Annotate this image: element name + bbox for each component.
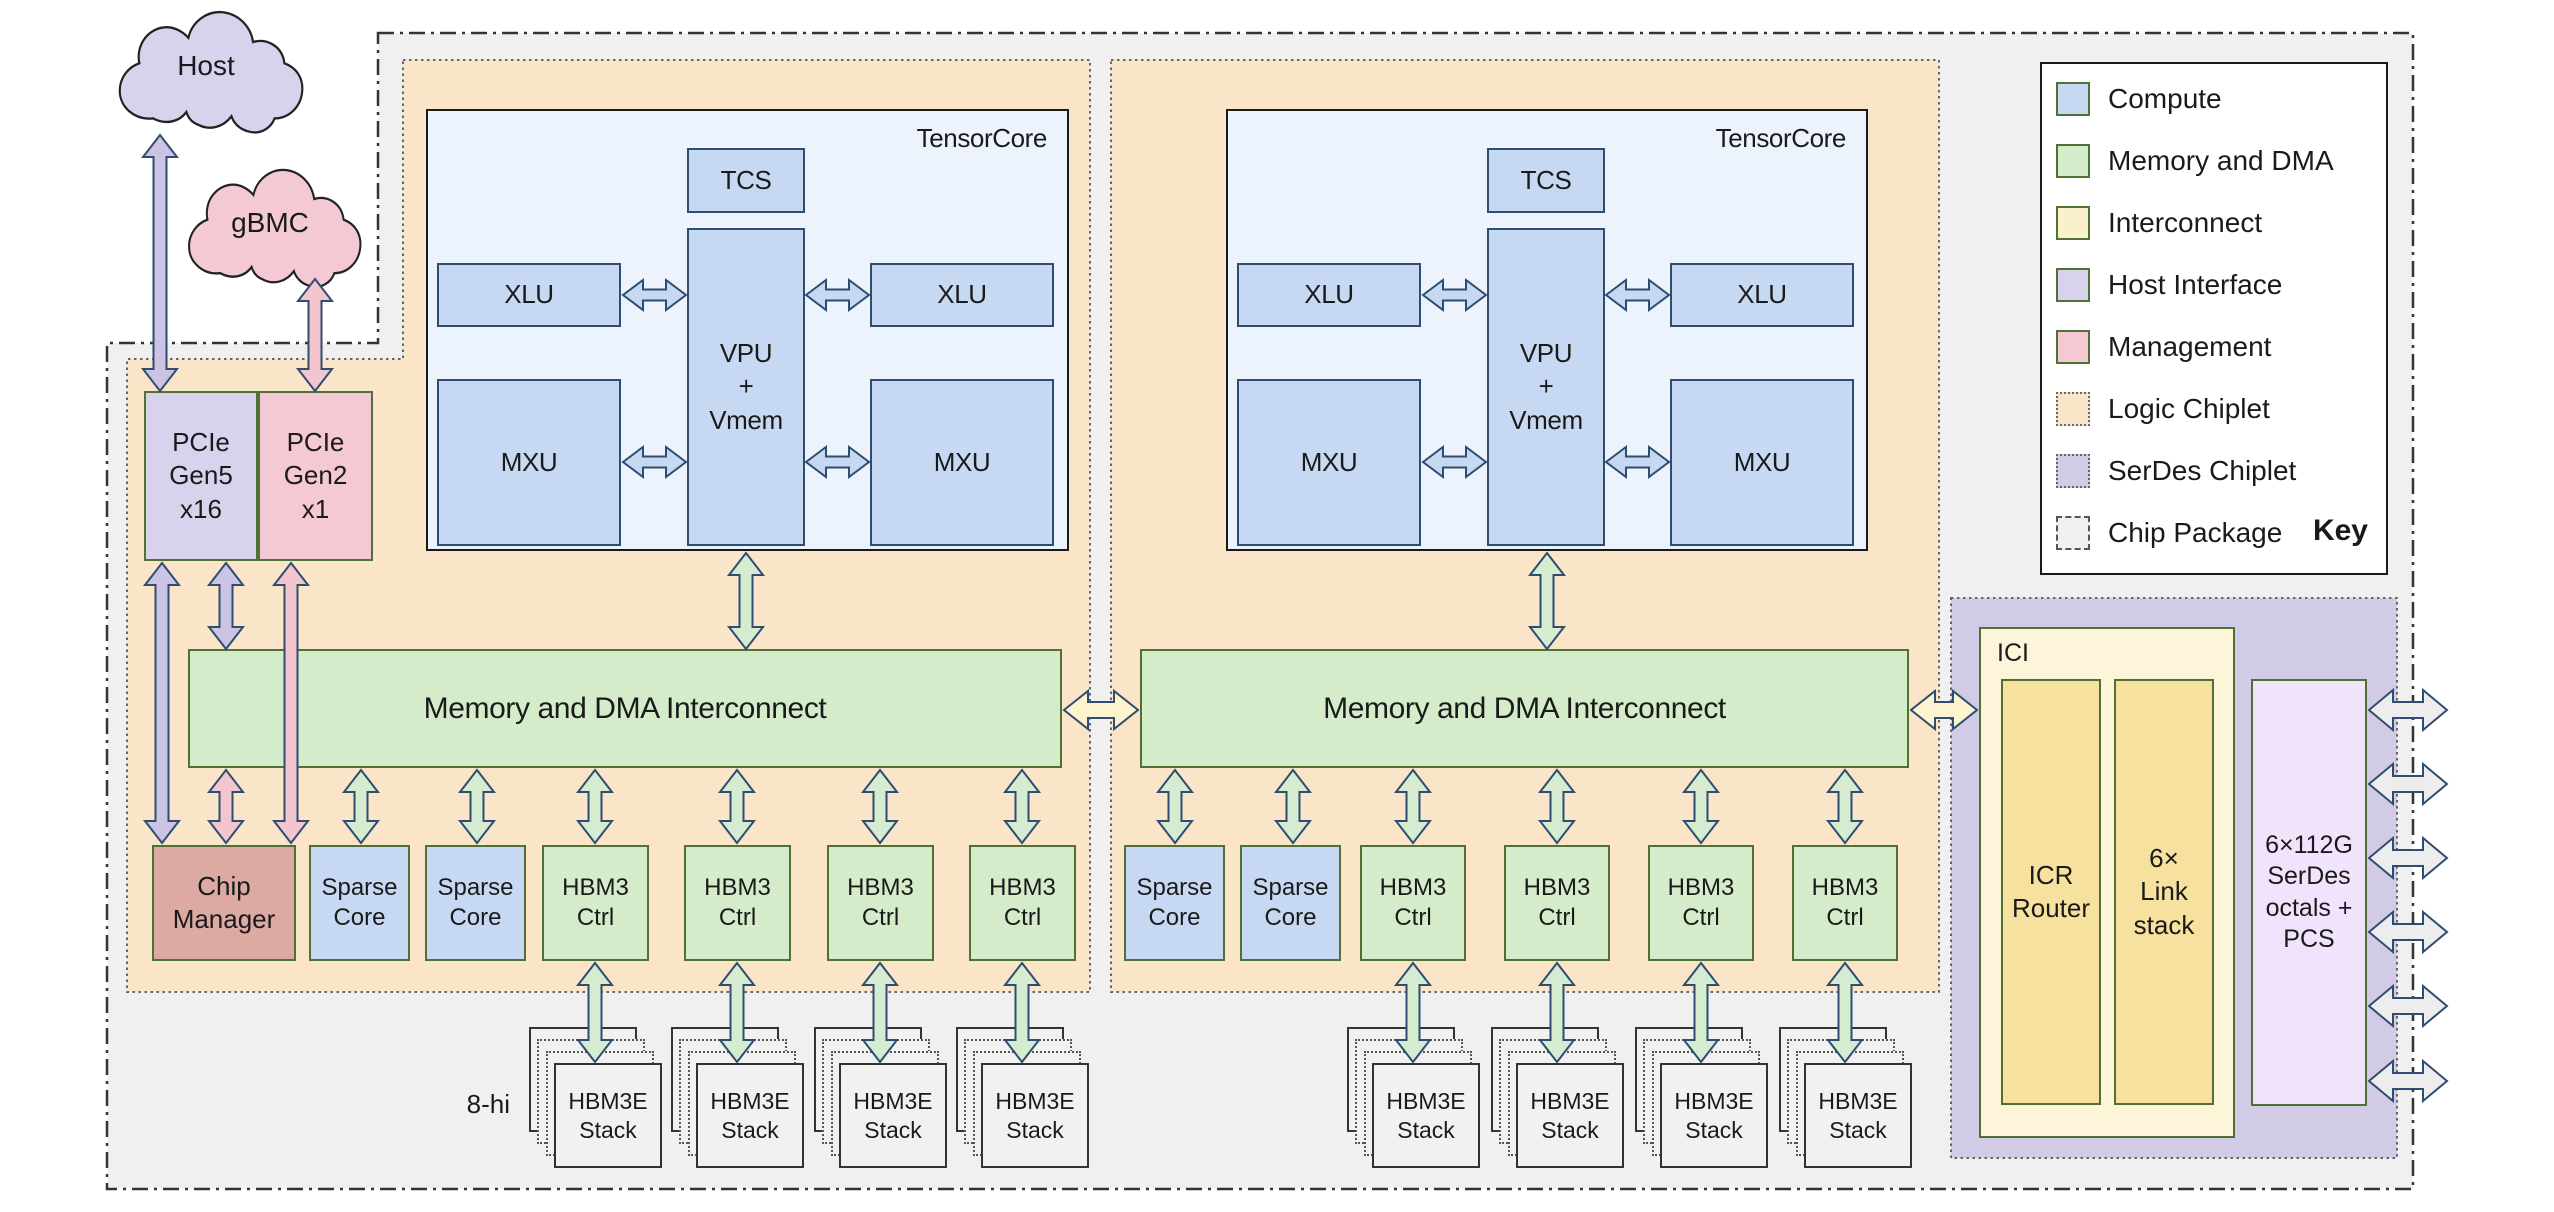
host-cloud-shape xyxy=(118,10,304,134)
xlu-block: XLU xyxy=(437,263,621,327)
xlu-block: XLU xyxy=(1237,263,1421,327)
mxu-block: MXU xyxy=(870,379,1054,546)
hbm3e-stack-group: HBM3E Stack xyxy=(529,1027,665,1171)
hbm3e-stack-group: HBM3E Stack xyxy=(956,1027,1092,1171)
key-item-compute: Compute xyxy=(2056,80,2222,118)
vpu-vmem-block: VPU + Vmem xyxy=(1487,228,1605,546)
mxu-block: MXU xyxy=(1237,379,1421,546)
compute-swatch xyxy=(2056,82,2090,116)
sparse-core-block: Sparse Core xyxy=(1240,845,1341,961)
hbm3-ctrl-block: HBM3 Ctrl xyxy=(1360,845,1466,961)
vpu-vmem-block: VPU + Vmem xyxy=(687,228,805,546)
hbm3e-stack-block: HBM3E Stack xyxy=(1660,1063,1768,1168)
hbm3e-stack-group: HBM3E Stack xyxy=(1491,1027,1627,1171)
key-item-label: SerDes Chiplet xyxy=(2108,455,2297,486)
chip-manager-block: Chip Manager xyxy=(152,845,296,961)
host-cloud-label: Host xyxy=(177,50,235,81)
tcs-block: TCS xyxy=(687,148,805,213)
hbm3e-stack-block: HBM3E Stack xyxy=(839,1063,947,1168)
gbmc-cloud-shape xyxy=(188,168,362,288)
key-item-label: Chip Package xyxy=(2108,517,2283,548)
hbm3e-stack-group: HBM3E Stack xyxy=(1779,1027,1915,1171)
hbm3-ctrl-block: HBM3 Ctrl xyxy=(827,845,934,961)
key-item-label: Compute xyxy=(2108,83,2222,114)
key-legend xyxy=(2040,62,2388,575)
ici-title: ICI xyxy=(1997,639,2029,667)
mxu-block: MXU xyxy=(437,379,621,546)
hbm3-ctrl-block: HBM3 Ctrl xyxy=(969,845,1076,961)
tcs-block: TCS xyxy=(1487,148,1605,213)
mxu-block: MXU xyxy=(1670,379,1854,546)
hbm3e-stack-group: HBM3E Stack xyxy=(814,1027,950,1171)
interconnect-swatch xyxy=(2056,206,2090,240)
hbm3-ctrl-block: HBM3 Ctrl xyxy=(684,845,791,961)
pcie-gen2-block: PCIe Gen2 x1 xyxy=(258,391,373,561)
hbm3e-stack-block: HBM3E Stack xyxy=(1516,1063,1624,1168)
icr-router-block: ICR Router xyxy=(2001,679,2101,1105)
key-item-label: Interconnect xyxy=(2108,207,2263,238)
stack-height-label: 8-hi xyxy=(466,1089,510,1119)
sparse-core-block: Sparse Core xyxy=(309,845,410,961)
serdes-chiplet-swatch xyxy=(2056,454,2090,488)
hbm3e-stack-block: HBM3E Stack xyxy=(1372,1063,1480,1168)
hbm3e-stack-group: HBM3E Stack xyxy=(1635,1027,1771,1171)
key-item-label: Host Interface xyxy=(2108,269,2283,300)
xlu-block: XLU xyxy=(1670,263,1854,327)
memory-dma-interconnect-bar: Memory and DMA Interconnect xyxy=(1140,649,1909,768)
management-swatch xyxy=(2056,330,2090,364)
key-item-interconnect: Interconnect xyxy=(2056,204,2262,242)
pcie-gen5-block: PCIe Gen5 x16 xyxy=(144,391,258,561)
hbm3-ctrl-block: HBM3 Ctrl xyxy=(1792,845,1898,961)
hbm3-ctrl-block: HBM3 Ctrl xyxy=(542,845,649,961)
xlu-block: XLU xyxy=(870,263,1054,327)
memory-dma-swatch xyxy=(2056,144,2090,178)
gbmc-cloud-label: gBMC xyxy=(231,207,309,238)
hbm3e-stack-block: HBM3E Stack xyxy=(981,1063,1089,1168)
chip-package-swatch xyxy=(2056,516,2090,550)
key-item-label: Memory and DMA xyxy=(2108,145,2334,176)
sparse-core-block: Sparse Core xyxy=(425,845,526,961)
key-item-logic-chiplet: Logic Chiplet xyxy=(2056,390,2270,428)
key-item-host-interface: Host Interface xyxy=(2056,266,2282,304)
tensorcore-title: TensorCore xyxy=(1715,123,1847,153)
key-item-label: Management xyxy=(2108,331,2272,362)
host-interface-swatch xyxy=(2056,268,2090,302)
memory-dma-interconnect-bar: Memory and DMA Interconnect xyxy=(188,649,1062,768)
hbm3-ctrl-block: HBM3 Ctrl xyxy=(1504,845,1610,961)
key-item-management: Management xyxy=(2056,328,2271,366)
key-item-memory-dma: Memory and DMA xyxy=(2056,142,2334,180)
hbm3e-stack-block: HBM3E Stack xyxy=(696,1063,804,1168)
serdes-octals-block: 6×112G SerDes octals + PCS xyxy=(2251,679,2367,1106)
tensorcore-title: TensorCore xyxy=(916,123,1048,153)
key-item-label: Logic Chiplet xyxy=(2108,393,2270,424)
hbm3e-stack-group: HBM3E Stack xyxy=(671,1027,807,1171)
key-item-chip-package: Chip Package xyxy=(2056,514,2282,552)
link-stack-block: 6× Link stack xyxy=(2114,679,2214,1105)
hbm3e-stack-group: HBM3E Stack xyxy=(1347,1027,1483,1171)
sparse-core-block: Sparse Core xyxy=(1124,845,1225,961)
hbm3e-stack-block: HBM3E Stack xyxy=(554,1063,662,1168)
hbm3e-stack-block: HBM3E Stack xyxy=(1804,1063,1912,1168)
key-item-serdes-chiplet: SerDes Chiplet xyxy=(2056,452,2296,490)
key-title: Key xyxy=(2312,514,2368,547)
logic-chiplet-swatch xyxy=(2056,392,2090,426)
hbm3-ctrl-block: HBM3 Ctrl xyxy=(1648,845,1754,961)
